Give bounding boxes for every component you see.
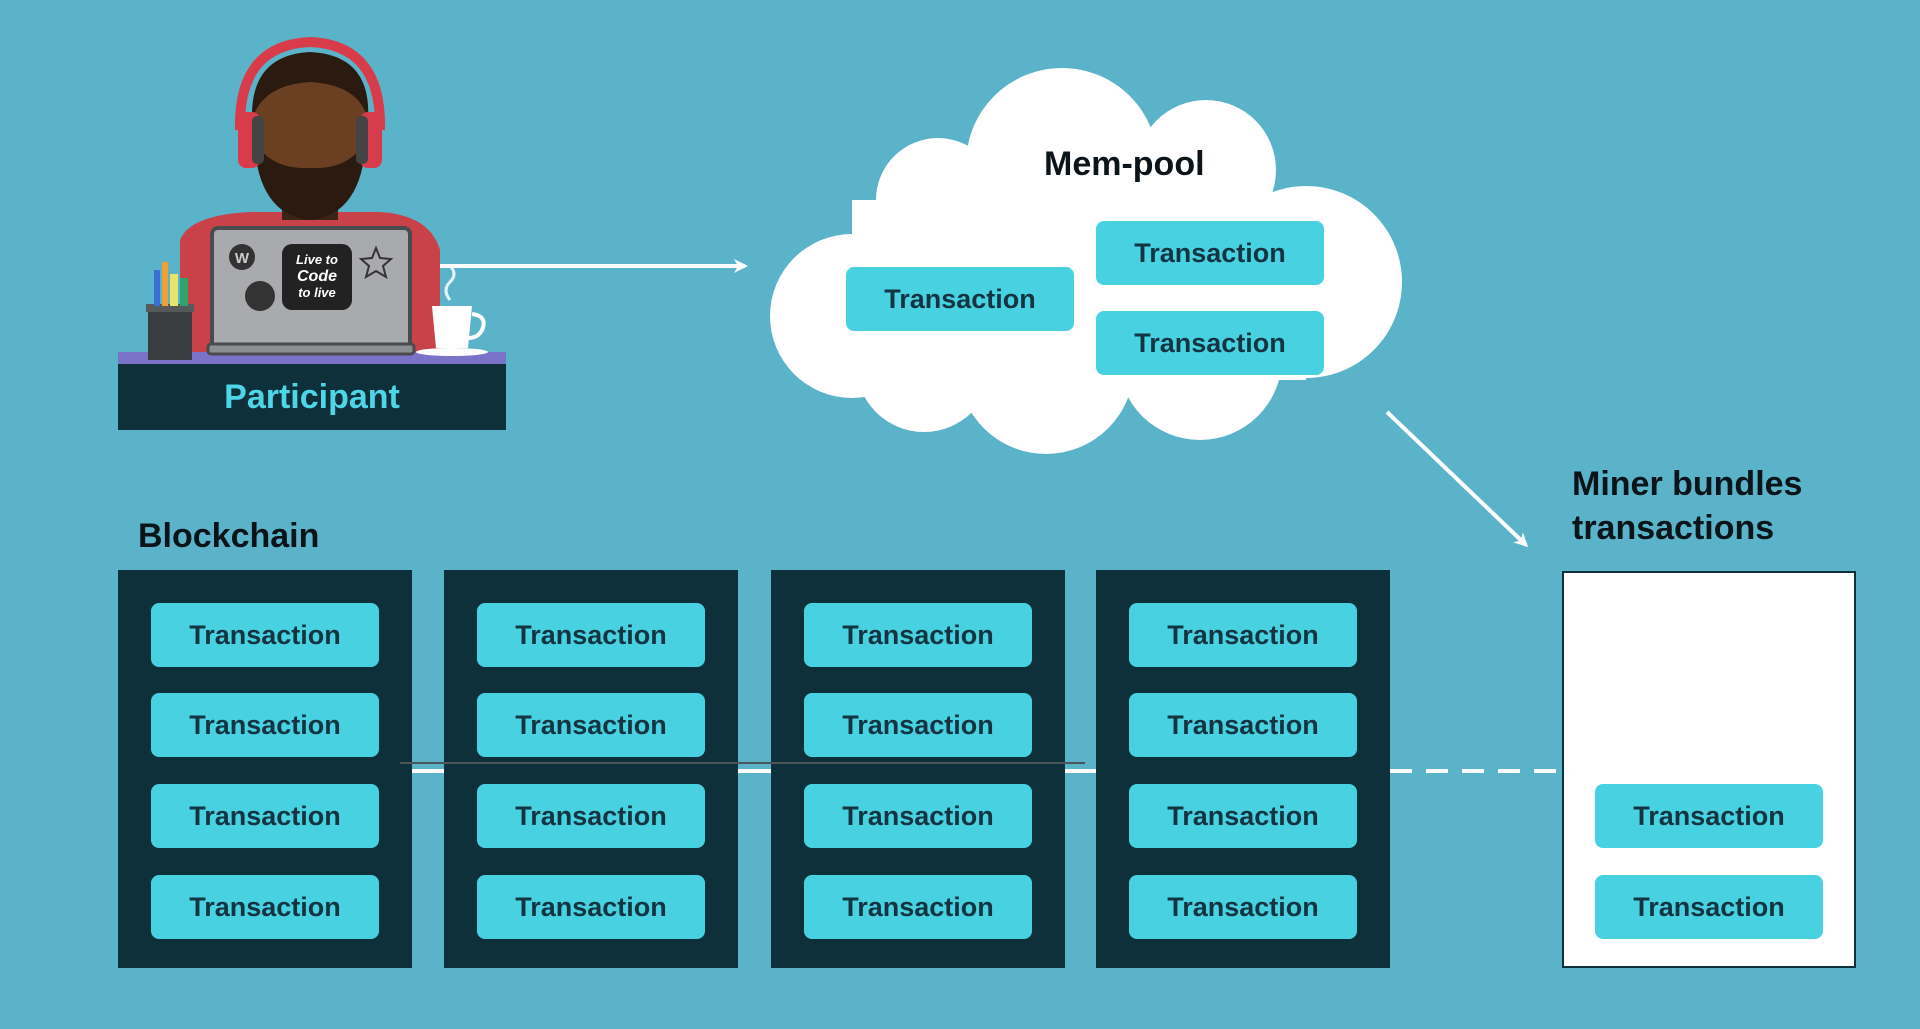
star-icon bbox=[358, 245, 394, 280]
participant-label: Participant bbox=[118, 364, 506, 430]
mempool-transaction: Transaction bbox=[1096, 311, 1324, 375]
arrow-mempool-to-miner bbox=[1385, 410, 1529, 548]
block-transaction: Transaction bbox=[477, 603, 705, 667]
blockchain-title: Blockchain bbox=[138, 517, 320, 555]
person-beard bbox=[254, 140, 366, 220]
pending-transaction: Transaction bbox=[1595, 784, 1823, 848]
svg-text:Live to: Live to bbox=[296, 252, 338, 267]
svg-text:to live: to live bbox=[298, 285, 336, 300]
laptop-sticker bbox=[282, 244, 352, 310]
svg-text:W: W bbox=[235, 250, 250, 267]
block-transaction: Transaction bbox=[1129, 875, 1357, 939]
steam-icon bbox=[444, 264, 456, 301]
miner-title-line1: Miner bundles bbox=[1572, 465, 1803, 503]
block-transaction: Transaction bbox=[1129, 603, 1357, 667]
block-transaction: Transaction bbox=[1129, 784, 1357, 848]
block-transaction: Transaction bbox=[804, 603, 1032, 667]
block-transaction: Transaction bbox=[804, 693, 1032, 757]
person-hair bbox=[251, 52, 369, 120]
block-transaction: Transaction bbox=[151, 875, 379, 939]
pencil-cup bbox=[148, 308, 192, 360]
mempool-transaction: Transaction bbox=[1096, 221, 1324, 285]
wordpress-icon bbox=[229, 244, 255, 270]
block-transaction: Transaction bbox=[477, 784, 705, 848]
block-transaction: Transaction bbox=[151, 784, 379, 848]
mempool-transaction: Transaction bbox=[846, 267, 1074, 331]
block-transaction: Transaction bbox=[477, 693, 705, 757]
block-transaction: Transaction bbox=[804, 784, 1032, 848]
miner-title-line2: transactions bbox=[1572, 509, 1775, 547]
pending-transaction: Transaction bbox=[1595, 875, 1823, 939]
participant-illustration: W Live to Code to live bbox=[118, 36, 506, 366]
block-transaction: Transaction bbox=[151, 603, 379, 667]
headphones-band bbox=[234, 36, 386, 131]
block-transaction: Transaction bbox=[1129, 693, 1357, 757]
miner-title: Miner bundles transactions bbox=[1572, 462, 1802, 550]
github-icon bbox=[245, 281, 275, 311]
mempool-title: Mem-pool bbox=[1044, 145, 1205, 183]
block-transaction: Transaction bbox=[151, 693, 379, 757]
block-transaction: Transaction bbox=[477, 875, 705, 939]
svg-text:Code: Code bbox=[297, 268, 337, 285]
block-transaction: Transaction bbox=[804, 875, 1032, 939]
coffee-cup-icon bbox=[432, 306, 472, 348]
